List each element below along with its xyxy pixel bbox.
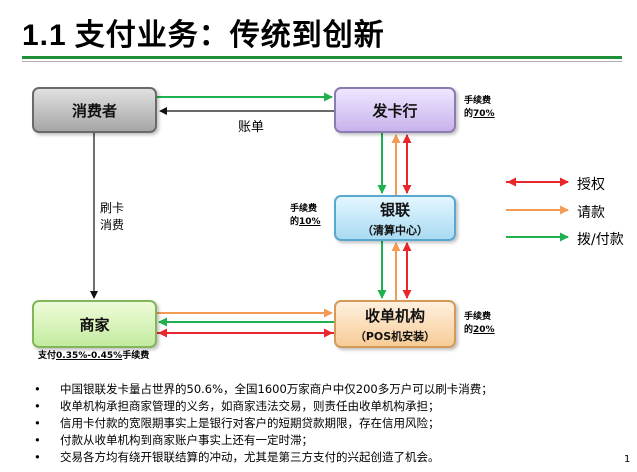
- node-acquirer: 收单机构 （POS机安装）: [334, 300, 456, 348]
- edge-label-swipe-line1: 刷卡: [100, 201, 125, 215]
- node-acquirer-label: 收单机构: [364, 306, 425, 325]
- fee-unionpay: 手续费 的10%: [290, 203, 321, 229]
- node-issuer: 发卡行: [334, 87, 456, 133]
- fee-issuer-value: 70%: [473, 109, 495, 119]
- fee-unionpay-value: 10%: [299, 217, 321, 227]
- node-issuer-label: 发卡行: [372, 101, 418, 120]
- fee-unionpay-line1: 手续费: [290, 204, 318, 214]
- fee-merchant-suffix: 手续费: [122, 351, 150, 361]
- fee-acquirer-value: 20%: [473, 325, 495, 335]
- node-unionpay-label: 银联: [379, 200, 410, 219]
- edge-label-swipe-line2: 消费: [100, 218, 125, 232]
- list-item: 付款从收单机构到商家账户事实上还有一定时滞；: [34, 432, 624, 449]
- fee-issuer-prefix: 的: [464, 109, 474, 119]
- list-item: 信用卡付款的宽限期事实上是银行对客户的短期贷款期限，存在信用风险；: [34, 415, 624, 432]
- node-acquirer-sub: （POS机安装）: [354, 329, 436, 343]
- section-number: 1.1: [22, 19, 67, 52]
- fee-acquirer: 手续费 的20%: [464, 311, 495, 337]
- fee-acquirer-prefix: 的: [464, 325, 474, 335]
- legend-label-claim: 请款: [577, 205, 605, 221]
- notes-list: 中国银联发卡量占世界的50.6%，全国1600万家商户中仅200多万户可以刷卡消…: [34, 381, 624, 466]
- edge-label-bill: 账单: [238, 120, 265, 135]
- page-number: 1: [624, 454, 631, 465]
- list-item: 收单机构承担商家管理的义务，如商家违法交易，则责任由收单机构承担；: [34, 398, 624, 415]
- list-item: 中国银联发卡量占世界的50.6%，全国1600万家商户中仅200多万户可以刷卡消…: [34, 381, 624, 398]
- list-item: 交易各方均有绕开银联结算的冲动，尤其是第三方支付的兴起创造了机会。: [34, 449, 624, 466]
- node-unionpay-sub: （清算中心）: [362, 223, 428, 237]
- fee-merchant: 支付0.35%-0.45%手续费: [38, 350, 149, 363]
- fee-unionpay-prefix: 的: [290, 217, 300, 227]
- legend-label-auth: 授权: [577, 177, 605, 193]
- fee-issuer: 手续费 的70%: [464, 95, 495, 121]
- node-consumer-label: 消费者: [71, 101, 117, 120]
- title-rule: [22, 56, 622, 59]
- legend-label-pay: 拨/付款: [577, 232, 624, 248]
- node-consumer: 消费者: [32, 87, 157, 133]
- node-merchant: 商家: [32, 300, 157, 348]
- fee-merchant-value: 0.35%-0.45%: [56, 351, 123, 361]
- fee-issuer-line1: 手续费: [464, 96, 492, 106]
- fee-acquirer-line1: 手续费: [464, 312, 492, 322]
- fee-merchant-prefix: 支付: [38, 351, 57, 361]
- node-merchant-label: 商家: [79, 315, 110, 334]
- node-unionpay: 银联 （清算中心）: [334, 195, 456, 241]
- edge-label-swipe: 刷卡 消费: [100, 200, 124, 234]
- section-title: 支付业务：传统到创新: [74, 18, 385, 53]
- title-rule-shadow: [22, 61, 622, 62]
